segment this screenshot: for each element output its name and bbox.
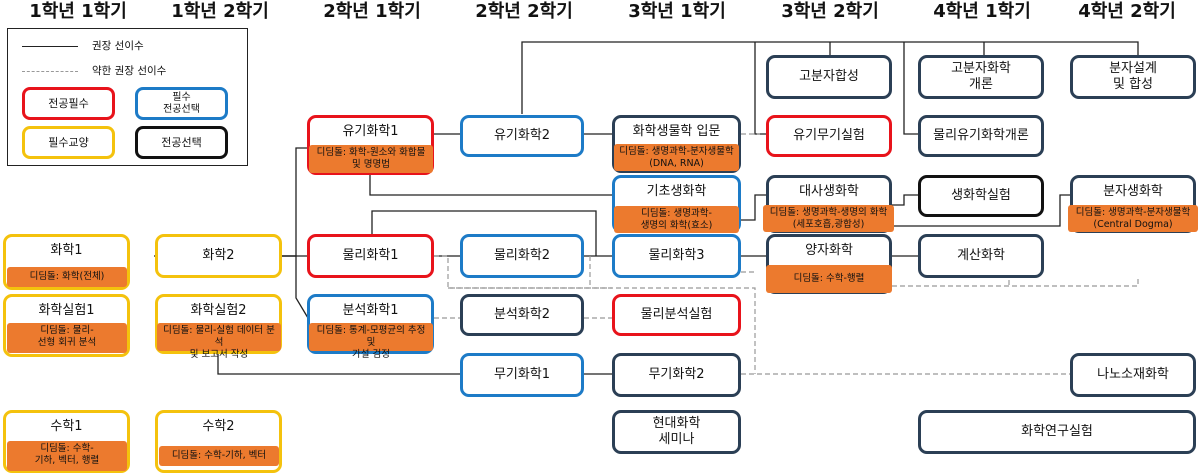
stepping-stone-tag: 디딤돌: 화학-원소와 화합물 및 명명법 bbox=[309, 145, 433, 173]
course-title: 계산화학 bbox=[957, 248, 1005, 263]
course-title: 물리화학3 bbox=[648, 248, 705, 263]
course-title: 화학생물학 입문 bbox=[632, 124, 721, 139]
course-title: 분석화학1 bbox=[342, 303, 399, 318]
legend: 권장 선이수 약한 권장 선이수 전공필수 필수 전공선택 필수교양 전공선택 bbox=[7, 28, 248, 166]
course-title: 고분자화학 개론 bbox=[951, 61, 1011, 92]
stepping-stone-tag: 디딤돌: 수학- 기하, 벡터, 행렬 bbox=[7, 441, 127, 471]
semester-header: 2학년 2학기 bbox=[475, 1, 573, 22]
course-researchlab[interactable]: 화학연구실험 bbox=[918, 410, 1196, 454]
course-title: 분자설계 및 합성 bbox=[1109, 61, 1157, 92]
stepping-stone-tag: 디딤돌: 통계-모평균의 추정 및 가설 검정 bbox=[309, 323, 433, 360]
legend-dashed-label: 약한 권장 선이수 bbox=[92, 65, 167, 77]
solid-line bbox=[369, 174, 612, 196]
course-nano[interactable]: 나노소재화학 bbox=[1070, 353, 1196, 397]
course-title: 화학1 bbox=[50, 243, 83, 258]
course-compchem[interactable]: 계산화학 bbox=[918, 234, 1044, 278]
course-biolab[interactable]: 생화학실험 bbox=[918, 175, 1044, 217]
course-physchem2[interactable]: 물리화학2 bbox=[460, 234, 584, 278]
course-title: 현대화학 세미나 bbox=[652, 416, 701, 447]
course-title: 화학실험1 bbox=[38, 303, 95, 318]
semester-header: 1학년 2학기 bbox=[171, 1, 269, 22]
legend-solid-label: 권장 선이수 bbox=[92, 40, 144, 52]
course-inorgchem2[interactable]: 무기화학2 bbox=[612, 353, 741, 397]
stepping-stone-tag: 디딤돌: 생명과학-분자생물학 (Central Dogma) bbox=[1068, 205, 1198, 232]
solid-line bbox=[282, 147, 308, 257]
semester-header: 4학년 1학기 bbox=[933, 1, 1031, 22]
course-title: 양자화학 bbox=[805, 243, 853, 258]
semester-header: 4학년 2학기 bbox=[1078, 1, 1176, 22]
course-title: 분자생화학 bbox=[1103, 184, 1163, 199]
stepping-stone-tag: 디딤돌: 수학-행렬 bbox=[766, 265, 892, 293]
course-title: 무기화학1 bbox=[493, 367, 551, 382]
solid-line bbox=[741, 194, 766, 221]
legend-dashed-line bbox=[22, 71, 78, 72]
course-orginorglab[interactable]: 유기무기실험 bbox=[766, 115, 892, 157]
course-title: 화학연구실험 bbox=[1021, 424, 1093, 439]
legend-major-elective: 전공선택 bbox=[135, 126, 228, 159]
course-title: 물리분석실험 bbox=[640, 307, 713, 322]
legend-general-required: 필수교양 bbox=[22, 126, 115, 159]
course-title: 수학1 bbox=[50, 419, 83, 434]
course-title: 화학실험2 bbox=[190, 303, 247, 318]
solid-line bbox=[371, 210, 597, 256]
stepping-stone-tag: 디딤돌: 물리-실험 데이터 분석 및 보고서 작성 bbox=[157, 323, 281, 360]
course-physchem3[interactable]: 물리화학3 bbox=[612, 234, 741, 278]
course-title: 유기화학2 bbox=[493, 128, 551, 143]
dashed-line bbox=[892, 276, 1139, 287]
semester-header: 1학년 1학기 bbox=[29, 1, 127, 22]
course-polyintro[interactable]: 고분자화학 개론 bbox=[918, 55, 1044, 99]
course-orgchem2[interactable]: 유기화학2 bbox=[460, 115, 584, 157]
course-title: 수학2 bbox=[202, 419, 235, 434]
course-title: 물리화학1 bbox=[342, 248, 399, 263]
stepping-stone-tag: 디딤돌: 생명과학- 생명의 화학(효소) bbox=[614, 206, 739, 233]
solid-line bbox=[892, 194, 918, 206]
stepping-stone-tag: 디딤돌: 수학-기하, 벡터 bbox=[159, 446, 279, 466]
semester-header: 3학년 2학기 bbox=[781, 1, 879, 22]
course-title: 고분자합성 bbox=[799, 69, 859, 84]
course-title: 생화학실험 bbox=[951, 188, 1011, 203]
course-title: 기초생화학 bbox=[646, 184, 707, 199]
legend-major-required: 전공필수 bbox=[22, 87, 115, 120]
course-physchem1[interactable]: 물리화학1 bbox=[307, 234, 434, 278]
course-physorg[interactable]: 물리유기화학개론 bbox=[918, 115, 1044, 157]
solid-line bbox=[892, 194, 1070, 227]
course-title: 화학2 bbox=[202, 248, 235, 263]
course-polysynth[interactable]: 고분자합성 bbox=[766, 55, 892, 99]
legend-solid-line bbox=[22, 46, 78, 47]
stepping-stone-tag: 디딤돌: 생명과학-생명의 화학 (세포호흡,광합성) bbox=[763, 205, 894, 232]
course-moldesign[interactable]: 분자설계 및 합성 bbox=[1070, 55, 1196, 99]
dashed-line bbox=[448, 287, 756, 374]
stepping-stone-tag: 디딤돌: 생명과학-분자생물학 (DNA, RNA) bbox=[614, 144, 739, 171]
course-title: 물리유기화학개론 bbox=[933, 128, 1029, 143]
course-physanallab[interactable]: 물리분석실험 bbox=[612, 294, 741, 336]
course-title: 물리화학2 bbox=[493, 248, 551, 263]
solid-line bbox=[217, 353, 461, 375]
course-title: 무기화학2 bbox=[648, 367, 705, 382]
solid-line bbox=[754, 42, 766, 135]
course-chem2[interactable]: 화학2 bbox=[155, 234, 282, 278]
course-modernchem[interactable]: 현대화학 세미나 bbox=[612, 410, 741, 454]
course-inorgchem1[interactable]: 무기화학1 bbox=[460, 353, 584, 397]
course-title: 유기화학1 bbox=[342, 124, 399, 139]
course-title: 분석화학2 bbox=[493, 307, 551, 322]
stepping-stone-tag: 디딤돌: 물리- 선형 회귀 분석 bbox=[7, 323, 127, 353]
course-title: 대사생화학 bbox=[799, 184, 859, 199]
solid-line bbox=[903, 42, 918, 135]
stepping-stone-tag: 디딤돌: 화학(전체) bbox=[7, 267, 127, 287]
legend-required-elective: 필수 전공선택 bbox=[135, 87, 228, 120]
course-title: 유기무기실험 bbox=[793, 128, 865, 143]
solid-line bbox=[282, 255, 309, 319]
semester-header: 2학년 1학기 bbox=[323, 1, 421, 22]
semester-header: 3학년 1학기 bbox=[628, 1, 726, 22]
course-analchem2[interactable]: 분석화학2 bbox=[460, 294, 584, 336]
course-title: 나노소재화학 bbox=[1097, 367, 1169, 382]
